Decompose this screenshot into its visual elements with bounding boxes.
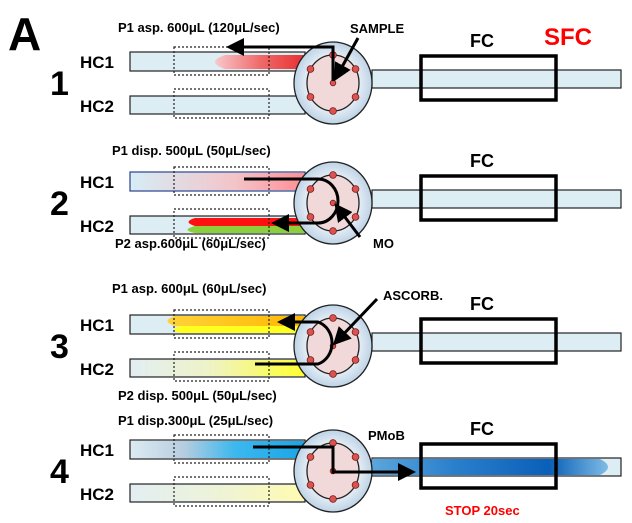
figure-label: A: [8, 8, 40, 60]
step-number: 4: [50, 453, 69, 491]
bottom-instruction: P2 asp.600μL (60μL/sec): [115, 236, 266, 251]
valve-port: [329, 439, 337, 447]
hc1-dotted-region: [173, 166, 270, 196]
valve-port: [306, 356, 315, 364]
hc1-label: HC1: [80, 53, 114, 72]
flow-arrow: [244, 177, 340, 232]
hc1-dotted-region: [173, 309, 270, 339]
step-number: 3: [50, 328, 69, 366]
valve-port: [351, 453, 360, 461]
hc2-dotted-region: [173, 208, 270, 239]
reagent-label: PMoB: [368, 428, 405, 443]
ascorbic-fill: [174, 326, 305, 333]
reagent-label: MO: [373, 236, 394, 251]
valve-port: [351, 185, 360, 193]
top-instruction: P1 disp. 500μL (50μL/sec): [112, 143, 271, 158]
flow-cell-tube: [371, 189, 622, 209]
flow-arrow: [255, 313, 334, 366]
reagent-label: SAMPLE: [350, 21, 405, 36]
flow-cell-tube: [371, 332, 622, 352]
valve-port: [329, 107, 337, 115]
flow-arrow: [253, 445, 416, 481]
valve-port: [306, 213, 315, 221]
mixture-fill: [167, 316, 305, 326]
valve-port: [306, 481, 315, 489]
valve-port: [306, 93, 315, 101]
fc-label: FC: [470, 419, 494, 439]
step-number: 2: [50, 185, 69, 223]
fc-label: FC: [470, 151, 494, 171]
flow-cell-box: [419, 317, 558, 365]
valve-port: [306, 328, 315, 336]
valve-port: [329, 227, 337, 235]
valve-port: [329, 171, 337, 179]
system-label: SFC: [544, 24, 592, 51]
valve-port: [351, 328, 360, 336]
hc2-dotted-region: [173, 88, 270, 119]
valve-port: [329, 370, 337, 378]
valve-port: [329, 314, 337, 322]
hc1-label: HC1: [80, 173, 114, 192]
hc2-label: HC2: [80, 97, 114, 116]
mo-fill: [187, 226, 305, 233]
sample-pointer-arrow: [334, 37, 360, 82]
valve-port: [351, 481, 360, 489]
pmob-fill: [372, 459, 608, 475]
hc2-label: HC2: [80, 217, 114, 236]
flow-cell-tube: [371, 69, 622, 89]
valve-center-port: [329, 79, 337, 87]
hc2-label: HC2: [80, 485, 114, 504]
ascorbic-pointer-arrow: [332, 297, 379, 346]
hc1-dotted-region: [173, 434, 270, 464]
fc-label: FC: [470, 294, 494, 314]
fc-label: FC: [470, 31, 494, 51]
flow-cell-box: [419, 54, 558, 102]
hc2-fill: [131, 360, 304, 376]
reagent-label: ASCORB.: [383, 288, 443, 303]
hc2-dotted-region: [173, 476, 270, 507]
pmob-fill-hc1: [131, 441, 304, 458]
valve-port: [329, 495, 337, 503]
valve-port: [306, 185, 315, 193]
hc2-tube: [129, 95, 306, 115]
valve-port: [351, 356, 360, 364]
hc1-label: HC1: [80, 316, 114, 335]
sample-fill: [131, 173, 304, 190]
hc2-dotted-region: [173, 351, 270, 382]
stop-status: STOP 20sec: [445, 503, 520, 518]
valve-port: [351, 65, 360, 73]
valve-port: [351, 93, 360, 101]
top-instruction: P1 asp. 600μL (60μL/sec): [112, 281, 266, 296]
step-number: 1: [50, 65, 69, 103]
valve-port: [351, 213, 360, 221]
flow-cell-box: [419, 174, 558, 222]
sample-fill: [215, 55, 305, 69]
top-instruction: P1 disp.300μL (25μL/sec): [118, 413, 273, 428]
mo-pointer-arrow: [334, 203, 362, 238]
hc2-fill: [131, 485, 304, 501]
hc1-dotted-region: [173, 46, 270, 76]
flow-arrow: [226, 38, 335, 81]
hc2-label: HC2: [80, 360, 114, 379]
hc1-label: HC1: [80, 441, 114, 460]
flow-cell-box: [419, 442, 558, 490]
valve-center-port: [329, 199, 337, 207]
valve-port: [306, 453, 315, 461]
bottom-instruction: P2 disp. 500μL (50μL/sec): [118, 388, 277, 403]
top-instruction: P1 asp. 600μL (120μL/sec): [118, 20, 280, 35]
valve-port: [306, 65, 315, 73]
